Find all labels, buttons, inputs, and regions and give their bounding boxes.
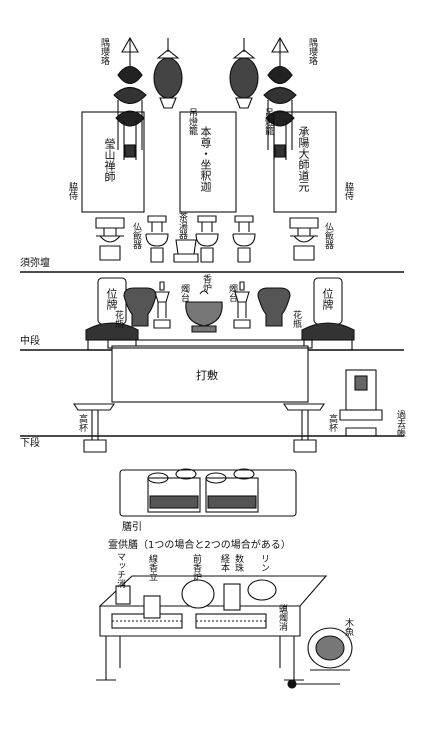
kyouzukue-desk (96, 575, 328, 681)
takatsuki-left-stand (72, 403, 116, 453)
zenbiki-label: 膳引 (122, 522, 142, 533)
shumidan-label: 須弥壇 (20, 258, 50, 269)
reiguzen-trays (119, 468, 297, 517)
uchishiki-cloth (111, 345, 309, 403)
uchishiki-label: 打敷 (196, 369, 218, 382)
kebyou-left-label: 花瓶 (113, 310, 123, 328)
mokugyo-drum (287, 627, 353, 689)
buppanki-left-label: 仏飯器 (131, 222, 141, 249)
guuraku-left-ornament (113, 36, 147, 160)
maekouro-label: 前香炉 (191, 554, 201, 581)
rin-label: リン (259, 554, 269, 572)
guuraku-left-label: 隅瓔珞 (99, 38, 109, 65)
honzon-label: 本尊・坐釈迦 (199, 126, 212, 192)
ihai-left-label: 位牌 (105, 288, 118, 310)
takatsuki-right-stand (282, 403, 326, 453)
mokugyo-label: 木魚 (343, 618, 353, 636)
juzu-label: 数珠 (233, 554, 243, 572)
kouro-label: 香炉 (201, 274, 211, 292)
chatouki-label: 茶湯器 (177, 212, 187, 239)
buppanki-right-label: 仏飯器 (323, 222, 333, 249)
chuudan-label: 中段 (20, 336, 40, 347)
middle-tier-vessels (123, 281, 291, 333)
wakiji-right-label: 脇侍 (343, 182, 353, 200)
jouyou-label: 承陽大師道元 (297, 126, 310, 192)
keizan-label: 瑩山禅師 (103, 138, 116, 182)
tourou-left-label: 吊燈籠 (187, 108, 197, 135)
honzon-scroll (179, 111, 237, 213)
tourou-right-label: 吊燈籠 (263, 108, 273, 135)
ihai-right-label: 位牌 (321, 288, 334, 310)
kebyou-right-label: 花瓶 (291, 310, 301, 328)
matchikeshi-label: マッチ消 (115, 552, 125, 588)
guuraku-right-ornament (263, 36, 297, 160)
guuraku-right-label: 隅瓔珞 (307, 38, 317, 65)
shokudai-left-label: 燭台 (179, 284, 189, 302)
jouyou-scroll (273, 111, 337, 213)
rousokukeshi-label: 蝋燭消 (277, 604, 287, 631)
kakochou-stand (339, 369, 383, 437)
reiguzen-label: 霊供膳（1つの場合と2つの場合がある） (108, 540, 291, 551)
upper-vessels (95, 215, 319, 263)
gedan-label: 下段 (20, 438, 40, 449)
keizan-scroll (81, 111, 145, 213)
tourou-left-lantern (153, 38, 183, 109)
kyouhon-label: 経本 (219, 554, 229, 572)
takatsuki-left-label: 高杯 (77, 414, 87, 432)
kakochou-label: 過去帳 (395, 410, 405, 437)
takatsuki-right-label: 高杯 (327, 414, 337, 432)
senkoutate-label: 線香立 (147, 554, 157, 581)
tourou-right-lantern (229, 38, 259, 109)
wakiji-left-label: 脇侍 (67, 182, 77, 200)
shokudai-right-label: 燭台 (227, 284, 237, 302)
